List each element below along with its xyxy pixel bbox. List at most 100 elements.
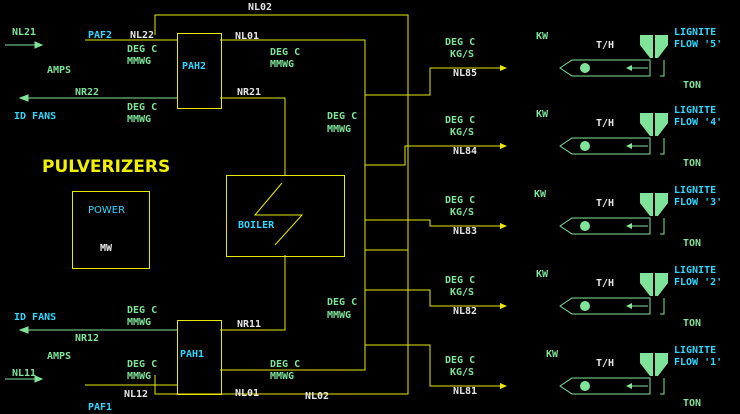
feeder-1-kw: KW [546, 349, 559, 360]
feeder-2-degc: DEG C [445, 275, 476, 286]
feeder-4-line-label: NL84 [453, 146, 478, 157]
feeder-1-ton: TON [683, 398, 702, 409]
nl01-degc: DEG C [270, 47, 301, 58]
pah1-out-mmwg: MMWG [127, 317, 152, 328]
feeder-4-th: T/H [596, 118, 615, 129]
feeder-2-symbol[interactable] [559, 273, 668, 315]
feeder-5-ton: TON [683, 80, 702, 91]
boiler-label: BOILER [238, 220, 275, 231]
nl01-bottom-mmwg: MMWG [270, 371, 295, 382]
nr12-label: NR12 [75, 333, 100, 344]
feeder-5-line-label: NL85 [453, 68, 478, 79]
pah1-out-degc: DEG C [127, 305, 158, 316]
pah1-in-mmwg: MMWG [127, 371, 152, 382]
feeder-1-flow: FLOW '1' [674, 357, 723, 368]
pah1-label: PAH1 [180, 349, 205, 360]
boiler-symbol [253, 182, 304, 246]
nr11-line [220, 255, 286, 331]
branch-5 [365, 67, 500, 96]
nr22-label: NR22 [75, 87, 100, 98]
nl01-mmwg: MMWG [270, 59, 295, 70]
nr11-label: NR11 [237, 319, 262, 330]
nl21-label: NL21 [12, 27, 37, 38]
pah2-in-mmwg: MMWG [127, 56, 152, 67]
nl22-label: NL22 [130, 30, 155, 41]
branch-1 [365, 344, 500, 387]
feeder-5-th: T/H [596, 40, 615, 51]
feeder-3-symbol[interactable] [559, 193, 668, 235]
pah1-in-degc: DEG C [127, 359, 158, 370]
feeder-4-flow: FLOW '4' [674, 117, 723, 128]
feeder-2-ton: TON [683, 318, 702, 329]
feeder-5-symbol[interactable] [559, 35, 668, 77]
feeder-5-flow: FLOW '5' [674, 39, 723, 50]
feeder-3-ton: TON [683, 238, 702, 249]
power-unit: MW [100, 243, 113, 254]
power-label: POWER [88, 205, 126, 216]
feeder-4-ton: TON [683, 158, 702, 169]
pah2-out-mmwg: MMWG [127, 114, 152, 125]
pah2-label: PAH2 [182, 61, 207, 72]
pah2-box[interactable] [177, 33, 222, 109]
nl02-top-label: NL02 [248, 2, 273, 13]
feeder-3-kw: KW [534, 189, 547, 200]
bus-top-degc: DEG C [327, 111, 358, 122]
id-fans-top-label: ID FANS [14, 111, 57, 122]
feeder-3-degc: DEG C [445, 195, 476, 206]
feeder-4-degc: DEG C [445, 115, 476, 126]
branch-4 [365, 145, 500, 166]
pah2-in-degc: DEG C [127, 44, 158, 55]
feeder-3-line-label: NL83 [453, 226, 478, 237]
amps-bottom-label: AMPS [47, 351, 72, 362]
feeder-2-kw: KW [536, 269, 549, 280]
branch-2 [365, 289, 500, 307]
bus-bottom-degc: DEG C [327, 297, 358, 308]
nr21-line [220, 97, 286, 175]
amps-top-label: AMPS [47, 65, 72, 76]
nl11-label: NL11 [12, 368, 37, 379]
feeder-2-line-label: NL82 [453, 306, 478, 317]
feeder-2-kgs: KG/S [450, 287, 475, 298]
feeder-1-line-label: NL81 [453, 386, 478, 397]
nl01-bottom-degc: DEG C [270, 359, 301, 370]
feeder-1-th: T/H [596, 358, 615, 369]
nl12-label: NL12 [124, 389, 149, 400]
nl01-bus-line [220, 39, 366, 371]
feeder-1-degc: DEG C [445, 355, 476, 366]
feeder-4-kw: KW [536, 109, 549, 120]
feeder-3-lignite: LIGNITE [674, 185, 717, 196]
feeder-5-lignite: LIGNITE [674, 27, 717, 38]
feeder-3-flow: FLOW '3' [674, 197, 723, 208]
feeder-1-symbol[interactable] [559, 353, 668, 395]
boiler-box[interactable] [226, 175, 345, 257]
feeder-4-kgs: KG/S [450, 127, 475, 138]
id-fans-bottom-label: ID FANS [14, 312, 57, 323]
feeder-2-th: T/H [596, 278, 615, 289]
power-box [72, 191, 150, 269]
feeder-5-kgs: KG/S [450, 49, 475, 60]
feeder-2-flow: FLOW '2' [674, 277, 723, 288]
feeder-2-lignite: LIGNITE [674, 265, 717, 276]
page-title: PULVERIZERS [42, 157, 171, 177]
paf1-label: PAF1 [88, 402, 113, 413]
pah2-nl01-label: NL01 [235, 31, 260, 42]
bus-top-mmwg: MMWG [327, 124, 352, 135]
pah1-box[interactable] [177, 320, 222, 395]
feeder-1-lignite: LIGNITE [674, 345, 717, 356]
nr21-label: NR21 [237, 87, 262, 98]
feeder-5-degc: DEG C [445, 37, 476, 48]
feeder-4-symbol[interactable] [559, 113, 668, 155]
feeder-3-kgs: KG/S [450, 207, 475, 218]
feeder-5-kw: KW [536, 31, 549, 42]
feeder-3-th: T/H [596, 198, 615, 209]
pah2-out-degc: DEG C [127, 102, 158, 113]
feeder-4-lignite: LIGNITE [674, 105, 717, 116]
feeder-1-kgs: KG/S [450, 367, 475, 378]
branch-3 [365, 219, 500, 227]
nl02-bottom-label: NL02 [305, 391, 330, 402]
nl02-frame-line [154, 14, 409, 395]
bus-bottom-mmwg: MMWG [327, 310, 352, 321]
paf2-label: PAF2 [88, 30, 113, 41]
pah1-nl01-label: NL01 [235, 388, 260, 399]
